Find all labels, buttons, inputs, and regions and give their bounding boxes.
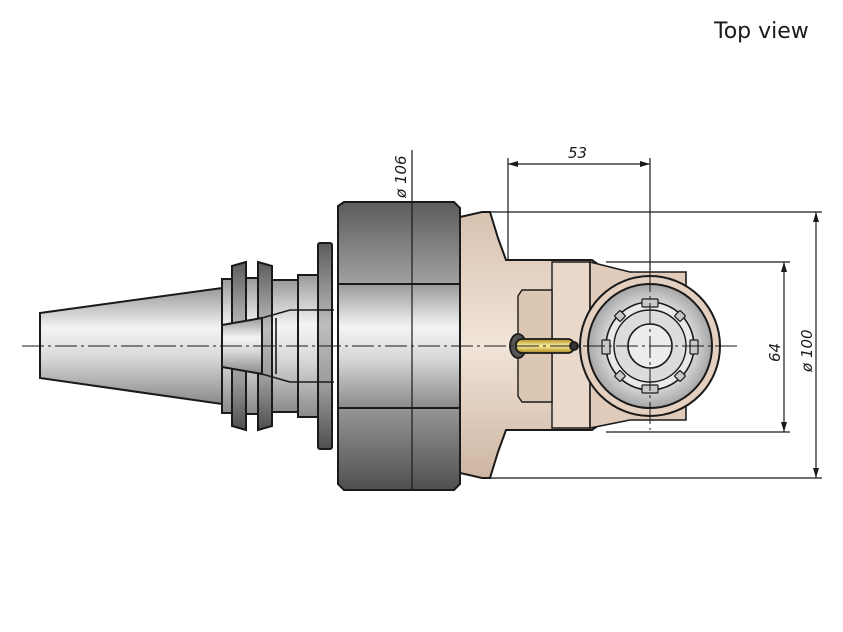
dim-inner-height: 64 bbox=[766, 343, 784, 362]
dimension-lines bbox=[411, 150, 822, 490]
bore-hint bbox=[261, 309, 334, 383]
dim-flange-diameter: ø 106 bbox=[392, 155, 410, 199]
dimension-arrows bbox=[508, 161, 819, 478]
center-line bbox=[22, 270, 740, 430]
dim-outer-diameter: ø 100 bbox=[798, 329, 816, 373]
view-title: Top view bbox=[714, 19, 809, 44]
dim-offset: 53 bbox=[568, 144, 587, 162]
